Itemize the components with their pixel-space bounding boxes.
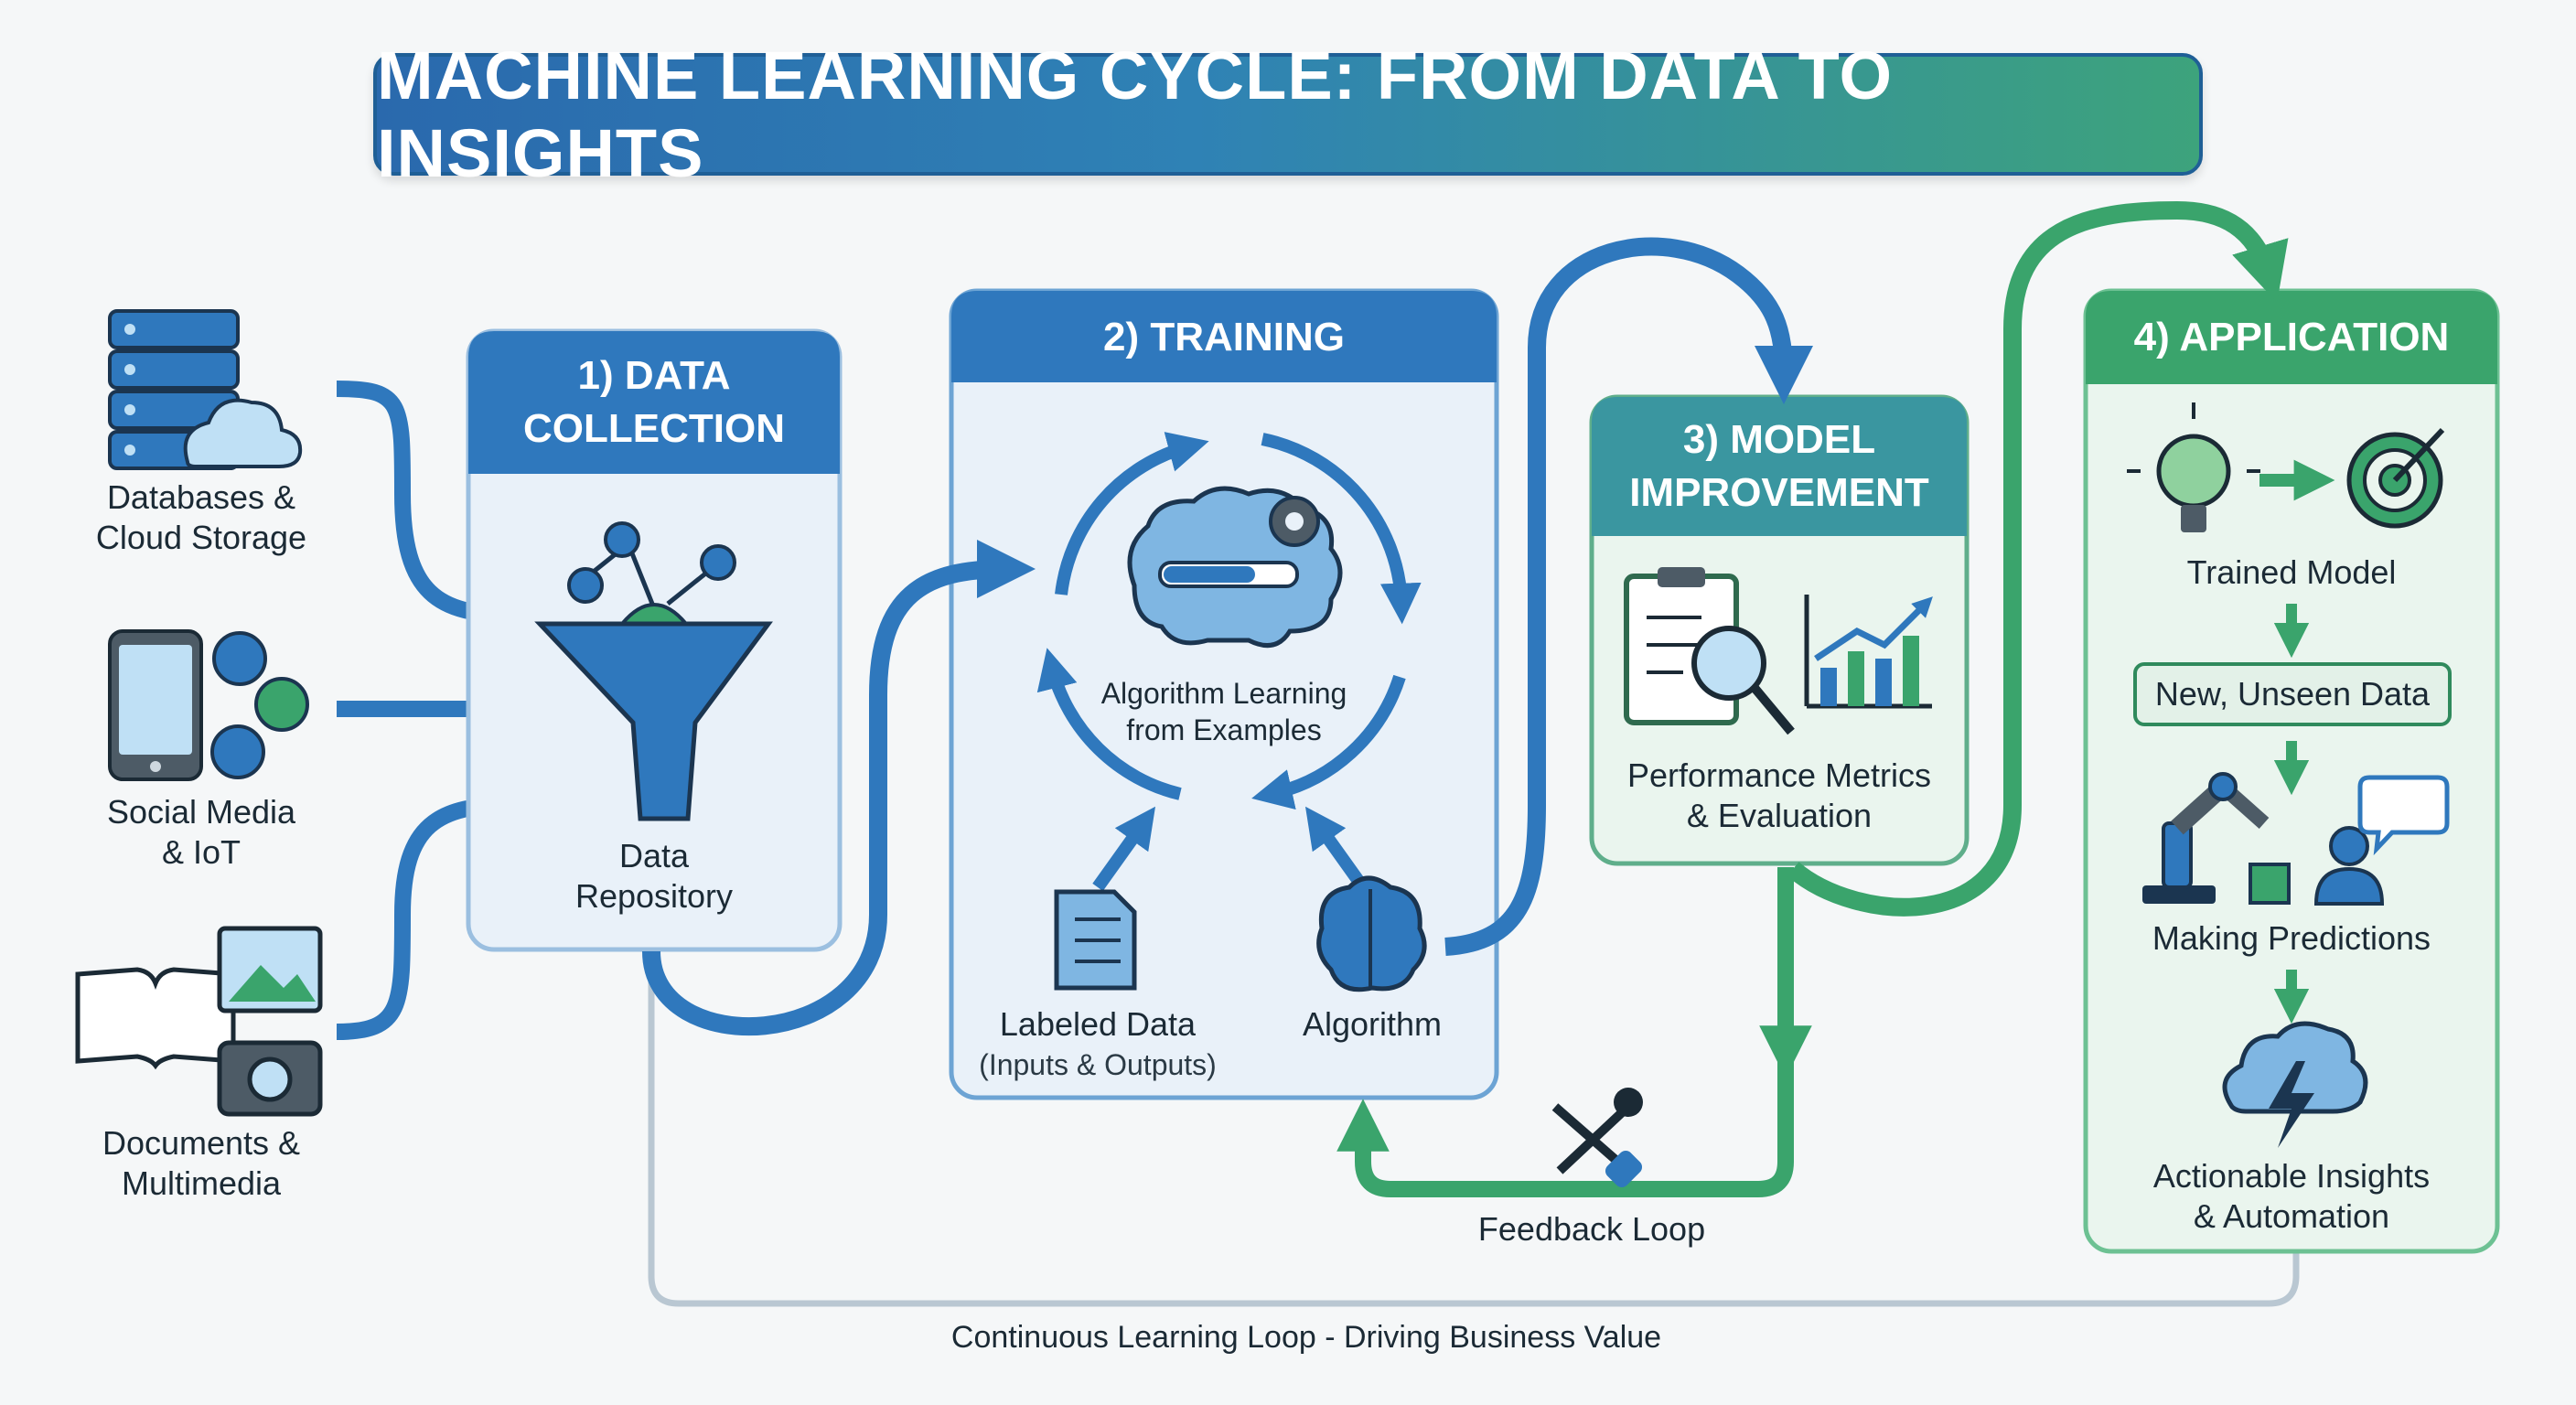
performance-metrics-label: Performance Metrics & Evaluation — [1626, 756, 1932, 834]
database-cloud-icon — [108, 309, 303, 470]
arrow-improvement-to-application — [1787, 200, 2289, 917]
source-label-social: Social Media & IoT — [106, 793, 296, 871]
new-unseen-data-box: New, Unseen Data — [2133, 662, 2452, 726]
bar-chart-trend-icon — [1804, 595, 1933, 709]
page-title: MACHINE LEARNING CYCLE: FROM DATA TO INS… — [377, 38, 1894, 191]
brain-icon — [1316, 875, 1427, 992]
target-icon — [2346, 427, 2445, 529]
person-question-icon — [2313, 775, 2450, 906]
feedback-loop-arrow — [1336, 867, 1794, 1197]
model-improvement-panel — [1589, 394, 1970, 866]
algorithm-label: Algorithm — [1302, 1005, 1443, 1043]
training-cycle-arrows — [1036, 432, 1422, 810]
making-predictions-label: Making Predictions — [2152, 919, 2431, 957]
source-label-databases: Databases & Cloud Storage — [95, 478, 307, 556]
arrow-databases-to-collection — [336, 381, 539, 641]
continuous-loop-label: Continuous Learning Loop - Driving Busin… — [950, 1320, 1662, 1355]
training-header: 2) TRAINING — [1103, 315, 1345, 359]
model-improvement-header: 3) MODEL IMPROVEMENT — [1629, 417, 1929, 515]
source-label-documents: Documents & Multimedia — [102, 1124, 301, 1202]
brain-gear-icon — [1127, 486, 1343, 649]
feedback-loop-label: Feedback Loop — [1477, 1210, 1706, 1248]
labeled-data-label: Labeled Data (Inputs & Outputs) — [979, 1005, 1217, 1081]
document-checklist-icon — [1054, 889, 1137, 991]
wrench-screwdriver-icon — [1551, 1088, 1643, 1188]
arrow-labeled-to-center — [1092, 806, 1156, 892]
title-banner: MACHINE LEARNING CYCLE: FROM DATA TO INS… — [373, 38, 2203, 191]
arrow-training-to-improvement — [1444, 237, 1813, 956]
actionable-insights-label: Actionable Insights & Automation — [2152, 1157, 2431, 1235]
arrow-algorithm-to-center — [1304, 806, 1368, 892]
cloud-lightning-icon — [2222, 1021, 2368, 1148]
data-collection-header: 1) DATA COLLECTION — [523, 353, 785, 451]
smartphone-social-icon — [108, 629, 309, 781]
arrow-collection-to-training — [642, 540, 1036, 1035]
data-repository-label: Data Repository — [574, 837, 734, 915]
funnel-icon — [534, 521, 773, 821]
application-header: 4) APPLICATION — [2133, 315, 2450, 359]
algorithm-learning-label: Algorithm Learning from Examples — [1100, 677, 1347, 746]
arrow-documents-to-collection — [336, 778, 539, 1040]
robot-arm-icon — [2142, 772, 2291, 905]
continuous-loop-line — [648, 915, 2300, 1307]
clipboard-magnifier-icon — [1624, 567, 1795, 735]
documents-multimedia-icon — [75, 926, 323, 1117]
trained-model-label: Trained Model — [2186, 553, 2397, 591]
lightbulb-dollar-icon — [2127, 402, 2260, 532]
